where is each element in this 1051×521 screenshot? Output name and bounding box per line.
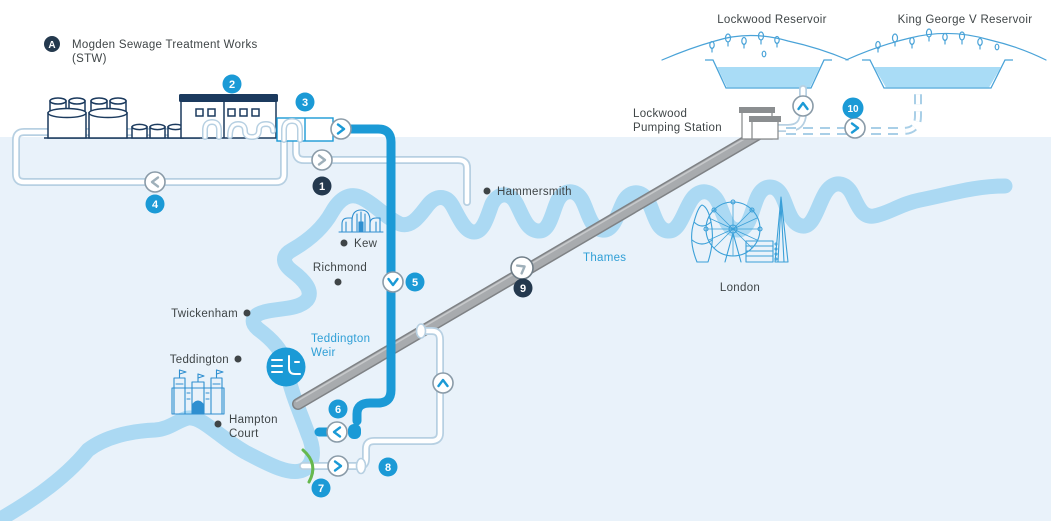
place-hammersmith: Hammersmith — [483, 186, 572, 198]
badge-6: 6 — [328, 399, 348, 419]
legend-title-line1: Mogden Sewage Treatment Works — [72, 39, 258, 51]
stw-building-icon — [179, 94, 278, 140]
badge-7-label: 7 — [318, 483, 324, 495]
place-richmond: Richmond — [313, 262, 367, 286]
river-thames — [0, 176, 1013, 521]
lockwood-reservoir-label: Lockwood Reservoir — [717, 14, 827, 26]
place-dot — [243, 309, 251, 317]
stw-outlet-box — [276, 117, 334, 143]
badge-a: A — [44, 36, 60, 52]
place-dot — [334, 278, 342, 286]
badge-2-label: 2 — [229, 79, 235, 91]
badge-8-label: 8 — [385, 462, 391, 474]
place-label-kew: Kew — [354, 238, 378, 250]
place-label-hampton-line2: Court — [229, 428, 259, 440]
badge-1-label: 1 — [319, 181, 325, 193]
flow-arrow-right-icon — [330, 118, 352, 140]
badge-10-label: 10 — [847, 104, 859, 115]
badge-7: 7 — [311, 478, 331, 498]
place-dot — [214, 420, 222, 428]
stw-tanks-icon — [44, 97, 200, 139]
intake-pipe — [299, 323, 444, 475]
hampton-court-icon — [171, 369, 225, 415]
weir-label-line2: Weir — [311, 347, 336, 359]
flow-arrow-left-discharge-icon — [326, 421, 348, 443]
lockwood-pumping-station-icon — [739, 107, 781, 140]
flow-arrow-left-loop-icon — [144, 171, 166, 193]
teddington-weir-icon — [266, 347, 306, 387]
flow-arrow-up-intake-icon — [432, 372, 454, 394]
badge-4: 4 — [145, 194, 165, 214]
flow-arrow-down-icon — [382, 271, 404, 293]
badge-a-label: A — [48, 40, 55, 51]
background-band — [0, 137, 1051, 521]
place-label-teddington: Teddington — [170, 354, 229, 366]
reservoir-transfer-pipe-dashed — [786, 89, 922, 135]
badge-8: 8 — [378, 457, 398, 477]
outfall-pipe-hammersmith — [292, 134, 471, 206]
flow-arrow-up-lockwood-icon — [792, 95, 814, 117]
badge-2: 2 — [222, 74, 242, 94]
pumping-station-label-line2: Pumping Station — [633, 122, 722, 134]
place-label-london: London — [720, 282, 760, 294]
stw-loop-pipe — [12, 128, 288, 186]
badge-9: 9 — [513, 278, 533, 298]
badge-3: 3 — [295, 92, 315, 112]
badge-9-label: 9 — [520, 283, 526, 295]
teddington-weir-label: Teddington Weir — [311, 333, 370, 359]
pumping-station-label: Lockwood Pumping Station — [633, 108, 722, 134]
badge-4-label: 4 — [152, 199, 159, 211]
legend-title: Mogden Sewage Treatment Works (STW) — [72, 39, 258, 65]
badge-3-label: 3 — [302, 97, 308, 109]
pumping-station-label-line1: Lockwood — [633, 108, 687, 120]
king-george-v-reservoir-label: King George V Reservoir — [898, 14, 1033, 26]
place-dot — [340, 239, 348, 247]
place-hampton-court: Hampton Court — [214, 414, 278, 440]
kew-gardens-icon — [338, 209, 384, 233]
place-label-richmond: Richmond — [313, 262, 367, 274]
badge-1: 1 — [312, 176, 332, 196]
flow-arrow-tunnel-icon — [510, 256, 534, 280]
london-skyline-icon — [691, 196, 789, 263]
place-label-hammersmith: Hammersmith — [497, 186, 572, 198]
flow-arrow-right-transfer-icon — [844, 117, 866, 139]
flow-arrow-right-intake-icon — [327, 455, 349, 477]
lockwood-reservoir-icon — [661, 31, 849, 89]
place-dot — [234, 355, 242, 363]
place-label-twickenham: Twickenham — [171, 308, 238, 320]
king-george-v-reservoir-icon — [845, 28, 1047, 89]
place-dot — [483, 187, 491, 195]
weir-label-line1: Teddington — [311, 333, 370, 345]
badge-5: 5 — [405, 272, 425, 292]
legend-title-line2: (STW) — [72, 53, 107, 65]
place-twickenham: Twickenham — [171, 308, 251, 320]
badge-10: 10 — [842, 97, 864, 119]
place-label-hampton-line1: Hampton — [229, 414, 278, 426]
badge-6-label: 6 — [335, 404, 341, 416]
thames-label: Thames — [583, 252, 626, 264]
place-teddington: Teddington — [170, 354, 242, 366]
flow-arrow-right-thin-icon — [311, 149, 333, 171]
place-kew: Kew — [340, 238, 378, 250]
badge-5-label: 5 — [412, 277, 418, 289]
intake-screen-green-arc — [301, 448, 315, 484]
